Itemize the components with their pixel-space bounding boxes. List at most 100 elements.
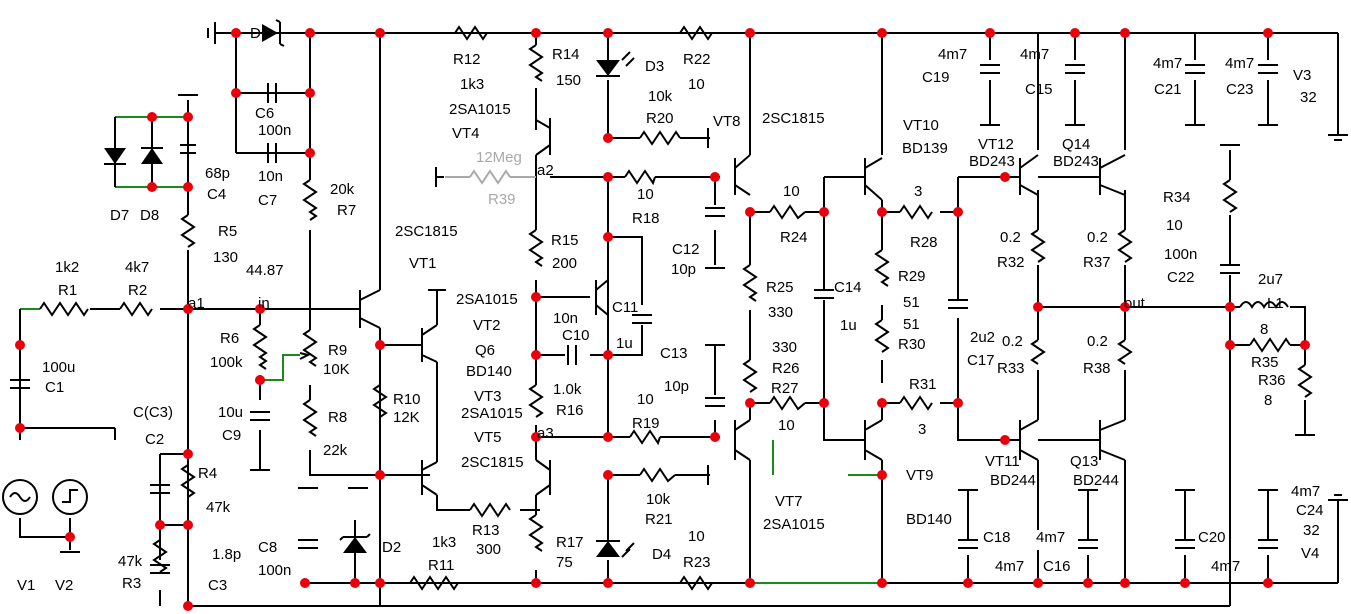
- c4-name: C4: [207, 186, 227, 203]
- net-out: out: [1124, 295, 1145, 312]
- r27-value: 10: [778, 417, 795, 434]
- c23-value: 4m7: [1225, 55, 1255, 72]
- c23-name: C23: [1226, 81, 1254, 98]
- vt9-name: VT9: [906, 467, 934, 484]
- r29-name: R29: [898, 268, 926, 285]
- r16-value: 1.0k: [553, 381, 582, 398]
- r20-name: R20: [646, 110, 674, 127]
- r36-value: 8: [1264, 392, 1273, 409]
- vt3-name: VT3: [474, 388, 502, 405]
- r22-value: 10: [688, 76, 705, 93]
- c2-name: C2: [145, 431, 165, 448]
- q6-name: Q6: [475, 342, 496, 359]
- c18-name: C18: [983, 529, 1011, 546]
- r31-value: 3: [918, 421, 927, 438]
- c24-name: C24: [1296, 502, 1324, 519]
- c19-name: C19: [922, 69, 950, 86]
- vt4-name: VT4: [452, 125, 480, 142]
- c14-value: 1u: [840, 317, 857, 334]
- v3-name: V3: [1293, 67, 1312, 84]
- c1-value: 100u: [42, 359, 76, 376]
- semiconductors: [104, 19, 1126, 583]
- resistors: [39, 25, 1313, 591]
- d2-name: D2: [382, 539, 402, 556]
- c13-value: 10p: [664, 378, 690, 395]
- c7-value: 10n: [258, 168, 284, 185]
- vt7-model: 2SA1015: [763, 516, 825, 533]
- c7-name: C7: [258, 192, 278, 209]
- r17-value: 75: [556, 554, 573, 571]
- vt12-name: VT12: [978, 136, 1014, 153]
- r23-name: R23: [683, 554, 711, 571]
- r28-value: 3: [914, 183, 923, 200]
- c15-name: C15: [1025, 81, 1053, 98]
- r3-name: R3: [122, 575, 142, 592]
- q14-name: Q14: [1062, 136, 1091, 153]
- c2-value: C(C3): [133, 404, 173, 421]
- c15-value: 4m7: [1020, 46, 1050, 63]
- v4-name: V4: [1301, 545, 1320, 562]
- r3-value: 47k: [118, 553, 143, 570]
- c22-name: C22: [1167, 269, 1195, 286]
- r38-value: 0.2: [1087, 333, 1108, 350]
- vt11-name: VT11: [985, 453, 1020, 470]
- d1-name: D1: [250, 25, 270, 42]
- r27-name: R27: [771, 380, 799, 397]
- r34-name: R34: [1163, 189, 1191, 206]
- r1-name: R1: [58, 282, 78, 299]
- c6-value: 100n: [258, 122, 292, 139]
- vt4-model: 2SA1015: [449, 101, 511, 118]
- c11-name: C11: [612, 299, 639, 316]
- vt1-model: 2SC1815: [395, 223, 458, 240]
- probe-value: 44.87: [246, 262, 284, 279]
- r2-value: 4k7: [125, 259, 150, 276]
- c11-value: 1u: [616, 335, 633, 352]
- vt9-model: BD140: [906, 511, 952, 528]
- r10-name: R10: [393, 391, 421, 408]
- r8-value: 22k: [323, 442, 348, 459]
- r15-value: 200: [552, 255, 578, 272]
- c10-name: C10: [562, 327, 590, 344]
- net-a1: a1: [188, 295, 205, 312]
- r19-value: 10: [637, 391, 654, 408]
- c12-name: C12: [672, 241, 700, 258]
- r15-name: R15: [551, 232, 579, 249]
- r25-name: R25: [766, 279, 794, 296]
- c22-value: 100n: [1164, 246, 1198, 263]
- r24-value: 10: [783, 183, 800, 200]
- r1-value: 1k2: [55, 259, 80, 276]
- r33-name: R33: [997, 360, 1025, 377]
- d4-name: D4: [652, 546, 672, 563]
- r9-name: R9: [328, 342, 348, 359]
- r39-value: 12Meg: [476, 149, 522, 166]
- c9-name: C9: [222, 427, 242, 444]
- vt12-model: BD243: [969, 153, 1015, 170]
- q6-model: BD140: [466, 363, 512, 380]
- c17-value: 2u2: [970, 329, 996, 346]
- vt3-model: 2SA1015: [461, 405, 523, 422]
- sources-and-inductor: [2, 301, 1289, 515]
- r20-value: 10k: [648, 88, 673, 105]
- c16-value: 4m7: [1036, 529, 1066, 546]
- r37-name: R37: [1083, 254, 1111, 271]
- r4-value: 47k: [206, 499, 231, 516]
- c1-name: C1: [45, 379, 65, 396]
- c3-name: C3: [208, 577, 228, 594]
- r29-value: 51: [903, 294, 920, 311]
- r22-name: R22: [683, 51, 711, 68]
- q13-name: Q13: [1070, 453, 1099, 470]
- vt10-name: VT10: [903, 117, 939, 134]
- c14-name: C14: [834, 279, 862, 296]
- v1-name: V1: [17, 577, 36, 594]
- r37-value: 0.2: [1087, 229, 1108, 246]
- r11-value: 1k3: [432, 534, 457, 551]
- vt2-model: 2SA1015: [456, 291, 518, 308]
- vt5-model: 2SC1815: [461, 454, 524, 471]
- vt8-name: VT8: [713, 113, 741, 130]
- vt11-model: BD244: [990, 472, 1036, 489]
- d8-name: D8: [140, 207, 160, 224]
- r35-value: 8: [1260, 321, 1269, 338]
- c4-value: 68p: [205, 165, 231, 182]
